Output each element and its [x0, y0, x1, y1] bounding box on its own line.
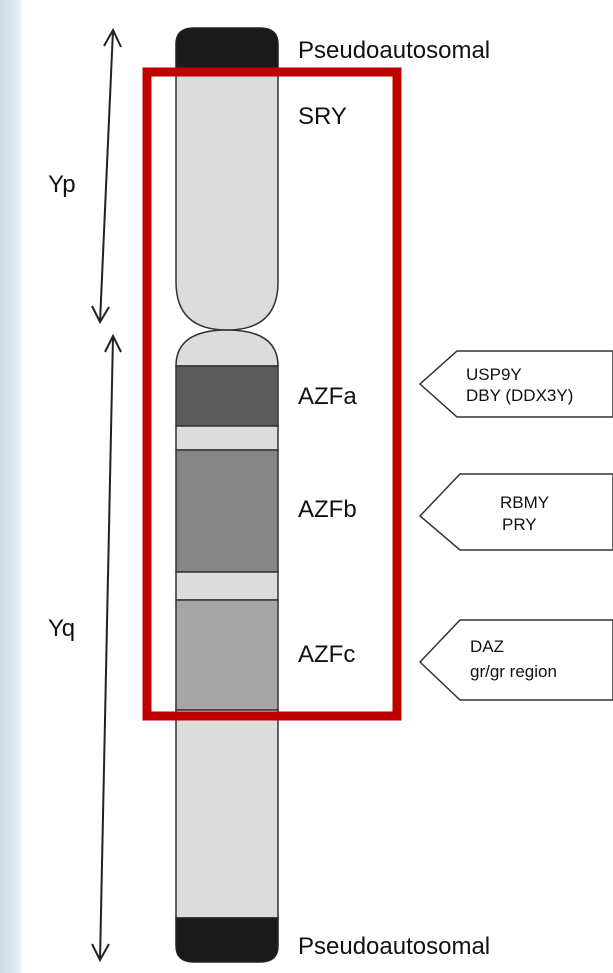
azfa-label: AZFa [298, 383, 357, 410]
distal-q-band [176, 710, 278, 918]
azfb-label: AZFb [298, 496, 357, 523]
azfc-gene-callout: DAZ gr/gr region [420, 620, 613, 700]
azfb-gene-2: PRY [502, 515, 537, 534]
yp-arrow [92, 30, 121, 322]
sry-label: SRY [298, 103, 347, 130]
yp-label: Yp [48, 171, 76, 198]
azfc-gene-2: gr/gr region [470, 662, 557, 681]
gap-band-1 [176, 426, 278, 450]
azfc-label: AZFc [298, 641, 355, 668]
q-arm-cap [176, 330, 278, 366]
azfa-callout-shape [420, 351, 613, 417]
azfb-callout-shape [420, 474, 613, 550]
azfc-gene-1: DAZ [470, 637, 504, 656]
azfb-gene-1: RBMY [500, 493, 549, 512]
yq-arrow [92, 336, 121, 960]
gap-band-2 [176, 572, 278, 600]
pseudoautosomal-top-label: Pseudoautosomal [298, 37, 490, 64]
azfc-callout-shape [420, 620, 613, 700]
yq-label: Yq [48, 615, 75, 642]
pseudoautosomal-top-band [176, 28, 278, 68]
p-arm-body [176, 68, 278, 330]
azfa-gene-2: DBY (DDX3Y) [466, 386, 573, 405]
azfa-gene-1: USP9Y [466, 365, 522, 384]
azfb-band [176, 450, 278, 572]
azfb-gene-callout: RBMY PRY [420, 474, 613, 550]
azfc-band [176, 600, 278, 710]
chromosome-q-arm [176, 330, 278, 962]
azfa-gene-callout: USP9Y DBY (DDX3Y) [420, 351, 613, 417]
pseudoautosomal-bottom-label: Pseudoautosomal [298, 933, 490, 960]
azfa-band [176, 366, 278, 426]
pseudoautosomal-bottom-band [176, 918, 278, 962]
